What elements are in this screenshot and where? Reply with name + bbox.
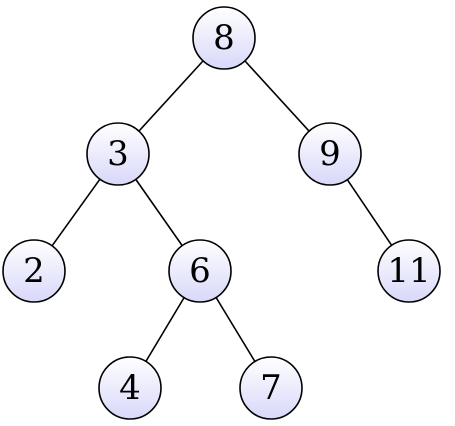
tree-node-11: 11	[377, 239, 441, 303]
node-label: 2	[23, 251, 45, 291]
node-circle	[192, 6, 256, 70]
node-label: 4	[119, 368, 141, 408]
tree-node-4: 4	[98, 356, 162, 420]
node-circle	[377, 239, 441, 303]
node-circle	[86, 122, 150, 186]
node-circle	[98, 356, 162, 420]
node-circle	[2, 239, 66, 303]
node-label: 11	[387, 251, 430, 291]
edge-3-2	[51, 178, 101, 247]
tree-edges	[51, 60, 393, 362]
tree-node-3: 3	[86, 122, 150, 186]
tree-nodes: 8 3 9 2 6 11 4 7	[2, 6, 441, 420]
edge-6-4	[145, 297, 185, 362]
edge-3-6	[135, 178, 183, 247]
node-label: 9	[319, 134, 341, 174]
tree-node-8: 8	[192, 6, 256, 70]
node-label: 6	[189, 251, 211, 291]
node-circle	[239, 356, 303, 420]
node-circle	[298, 122, 362, 186]
tree-node-6: 6	[168, 239, 232, 303]
edge-6-7	[215, 297, 256, 362]
tree-node-7: 7	[239, 356, 303, 420]
tree-node-2: 2	[2, 239, 66, 303]
node-label: 3	[107, 134, 129, 174]
edge-8-3	[138, 60, 204, 132]
node-label: 7	[260, 368, 282, 408]
edge-9-11	[346, 179, 393, 246]
node-circle	[168, 239, 232, 303]
edge-8-9	[244, 60, 310, 132]
tree-node-9: 9	[298, 122, 362, 186]
node-label: 8	[213, 18, 235, 58]
